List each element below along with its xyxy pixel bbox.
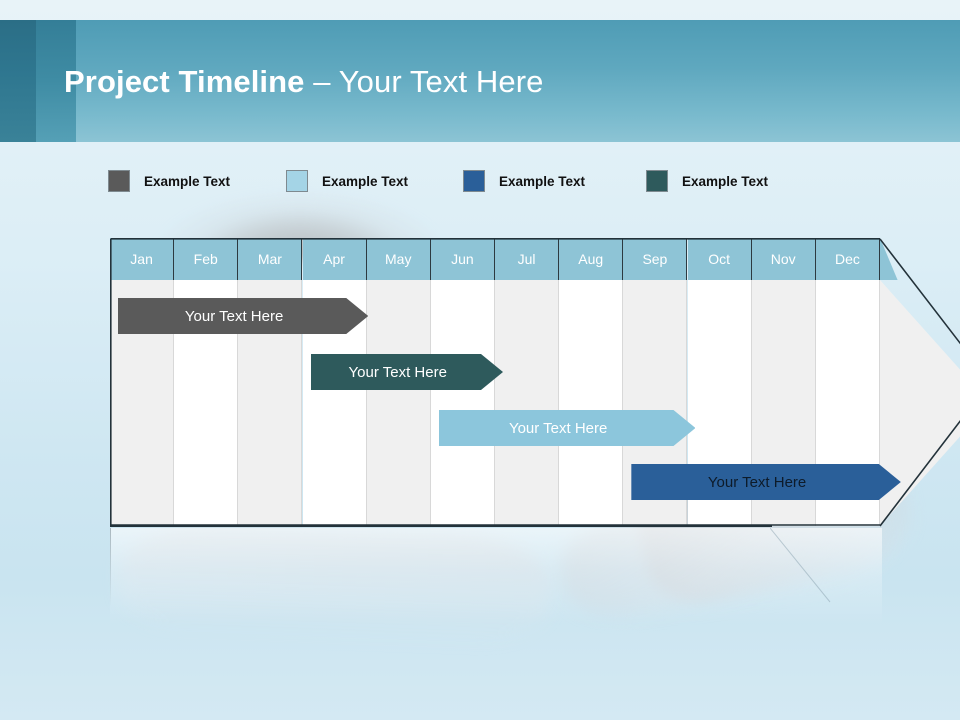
background-blur-object-c	[118, 522, 552, 648]
timeline-bar-label-2: Your Text Here	[508, 419, 608, 437]
timeline-bar-shape-1	[311, 354, 504, 390]
legend-label-1: Example Text	[322, 173, 409, 189]
month-header-dec: Dec	[815, 238, 880, 280]
month-column-body-may	[366, 280, 431, 526]
month-header-feb: Feb	[174, 238, 239, 280]
title-band-stripe-dark	[0, 20, 36, 142]
page-title-bold: Project Timeline	[64, 64, 305, 99]
timeline-arrow-outline	[880, 238, 960, 527]
legend-swatch-icon-0	[108, 170, 130, 192]
legend-label-3: Example Text	[682, 173, 769, 189]
title-band	[0, 20, 960, 142]
legend-swatch-icon-2	[463, 170, 485, 192]
timeline-bar-label-1: Your Text Here	[348, 363, 447, 381]
reflection-left-edge	[110, 528, 111, 606]
month-header-may: May	[366, 238, 431, 280]
legend-item-1[interactable]: Example Text	[286, 166, 408, 196]
month-header-jul: Jul	[495, 238, 560, 280]
page-title-light: Your Text Here	[338, 64, 544, 99]
timeline-bar-2[interactable]: Your Text Here	[439, 410, 696, 446]
timeline-bottom-rule	[110, 525, 772, 527]
month-column-body-jun	[430, 280, 495, 526]
timeline-bar-1[interactable]: Your Text Here	[311, 354, 504, 390]
title-band-stripe-mid	[36, 20, 76, 142]
legend-label-0: Example Text	[144, 173, 231, 189]
month-column-body-aug	[559, 280, 624, 526]
timeline-bar-label-3: Your Text Here	[707, 473, 807, 491]
legend-item-3[interactable]: Example Text	[646, 166, 768, 196]
month-header-nov: Nov	[751, 238, 816, 280]
month-column-body-jul	[495, 280, 560, 526]
timeline-bar-shape-3	[631, 464, 901, 500]
timeline-bar-0[interactable]: Your Text Here	[118, 298, 368, 334]
timeline-column-aug[interactable]: Aug	[559, 238, 624, 526]
timeline-column-feb[interactable]: Feb	[174, 238, 239, 526]
legend-item-0[interactable]: Example Text	[108, 166, 230, 196]
page-title-separator: –	[304, 64, 339, 99]
timeline-column-jul[interactable]: Jul	[495, 238, 560, 526]
timeline-bar-shape-2	[439, 410, 696, 446]
month-header-apr: Apr	[302, 238, 367, 280]
month-header-mar: Mar	[238, 238, 303, 280]
month-header-aug: Aug	[559, 238, 624, 280]
legend-swatch-icon-3	[646, 170, 668, 192]
legend: Example Text Example Text Example Text Exam…	[108, 166, 828, 196]
reflection-arrow-edge	[770, 528, 831, 603]
timeline-bar-shape-0	[118, 298, 368, 334]
timeline-column-jan[interactable]: Jan	[110, 238, 175, 526]
page-title: Project Timeline – Your Text Here	[64, 60, 864, 104]
timeline-bar-label-0: Your Text Here	[184, 307, 284, 325]
legend-label-2: Example Text	[499, 173, 586, 189]
timeline-reflection	[110, 528, 882, 624]
legend-item-2[interactable]: Example Text	[463, 166, 585, 196]
legend-swatch-icon-1	[286, 170, 308, 192]
timeline-column-mar[interactable]: Mar	[238, 238, 303, 526]
month-header-jan: Jan	[110, 238, 175, 280]
month-header-oct: Oct	[687, 238, 752, 280]
month-header-sep: Sep	[623, 238, 688, 280]
timeline-bar-3[interactable]: Your Text Here	[631, 464, 901, 500]
month-header-jun: Jun	[430, 238, 495, 280]
